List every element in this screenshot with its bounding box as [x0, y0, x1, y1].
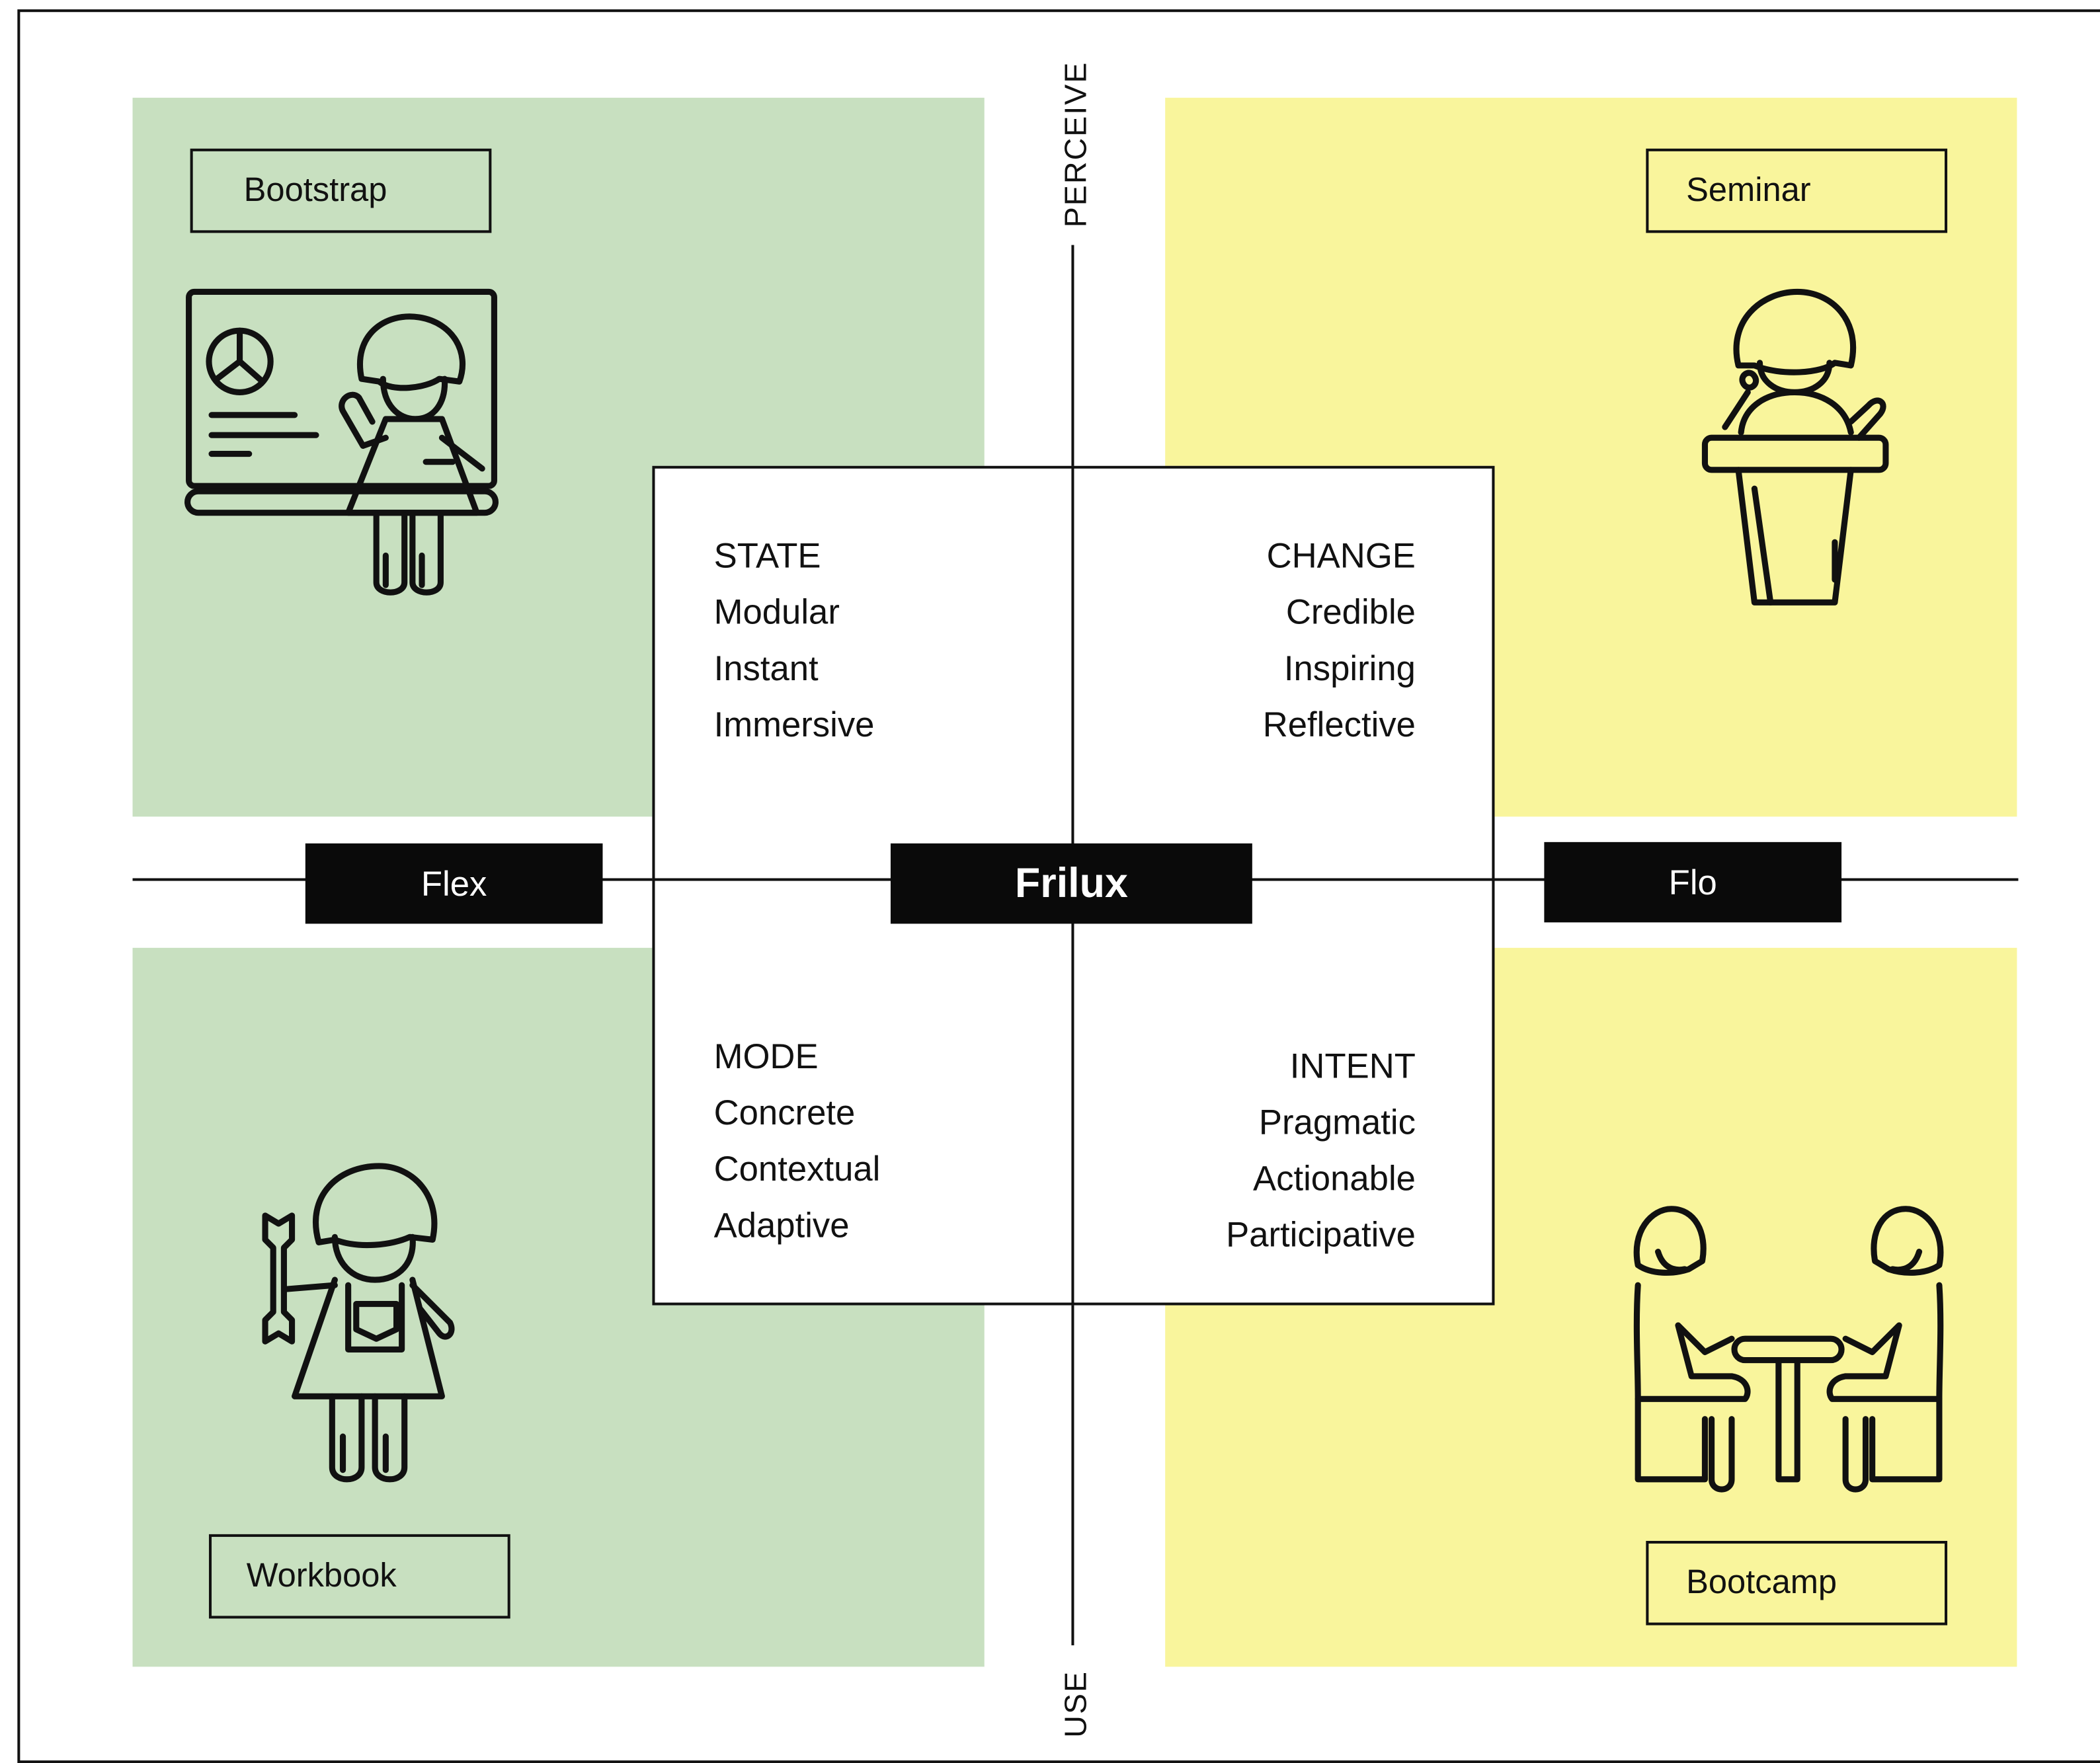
label-seminar: Seminar	[1646, 148, 1948, 233]
attribute-mode-heading: MODE	[713, 1036, 819, 1077]
center-pill: Frilux	[890, 843, 1252, 924]
worker-wrench-icon	[262, 1163, 455, 1483]
attribute-intent: INTENT Pragmatic Actionable Participativ…	[1148, 1038, 1416, 1263]
attribute-mode: MODE Concrete Contextual Adaptive	[714, 1028, 881, 1253]
attribute-state-heading: STATE	[713, 535, 821, 576]
attribute-state: STATE Modular Instant Immersive	[714, 528, 875, 752]
attribute-state-item: Instant	[713, 648, 819, 688]
axis-pill-left: Flex	[305, 843, 603, 924]
attribute-mode-item: Concrete	[713, 1092, 856, 1133]
attribute-state-item: Modular	[713, 592, 840, 632]
attribute-change-item: Reflective	[1262, 704, 1416, 745]
axis-label-top: PERCEIVE	[1058, 61, 1093, 228]
attribute-change-item: Credible	[1285, 592, 1416, 632]
attribute-change-item: Inspiring	[1283, 648, 1416, 688]
attribute-change-heading: CHANGE	[1266, 535, 1416, 576]
attribute-intent-item: Actionable	[1253, 1157, 1416, 1198]
attribute-intent-item: Pragmatic	[1258, 1101, 1416, 1142]
two-people-table-icon	[1633, 1206, 1944, 1493]
attribute-mode-item: Adaptive	[713, 1204, 850, 1245]
axis-pill-right: Flo	[1544, 842, 1842, 923]
axis-label-bottom: USE	[1058, 1670, 1093, 1738]
attribute-mode-item: Contextual	[713, 1148, 881, 1189]
label-workbook: Workbook	[208, 1534, 510, 1619]
attribute-state-item: Immersive	[713, 704, 875, 745]
teacher-whiteboard-icon	[184, 288, 499, 596]
attribute-intent-item: Participative	[1226, 1214, 1416, 1255]
attribute-change: CHANGE Credible Inspiring Reflective	[1178, 528, 1416, 752]
speaker-podium-icon	[1701, 288, 1889, 606]
label-bootstrap: Bootstrap	[190, 148, 492, 233]
attribute-intent-heading: INTENT	[1289, 1045, 1416, 1086]
label-bootcamp: Bootcamp	[1646, 1541, 1948, 1626]
